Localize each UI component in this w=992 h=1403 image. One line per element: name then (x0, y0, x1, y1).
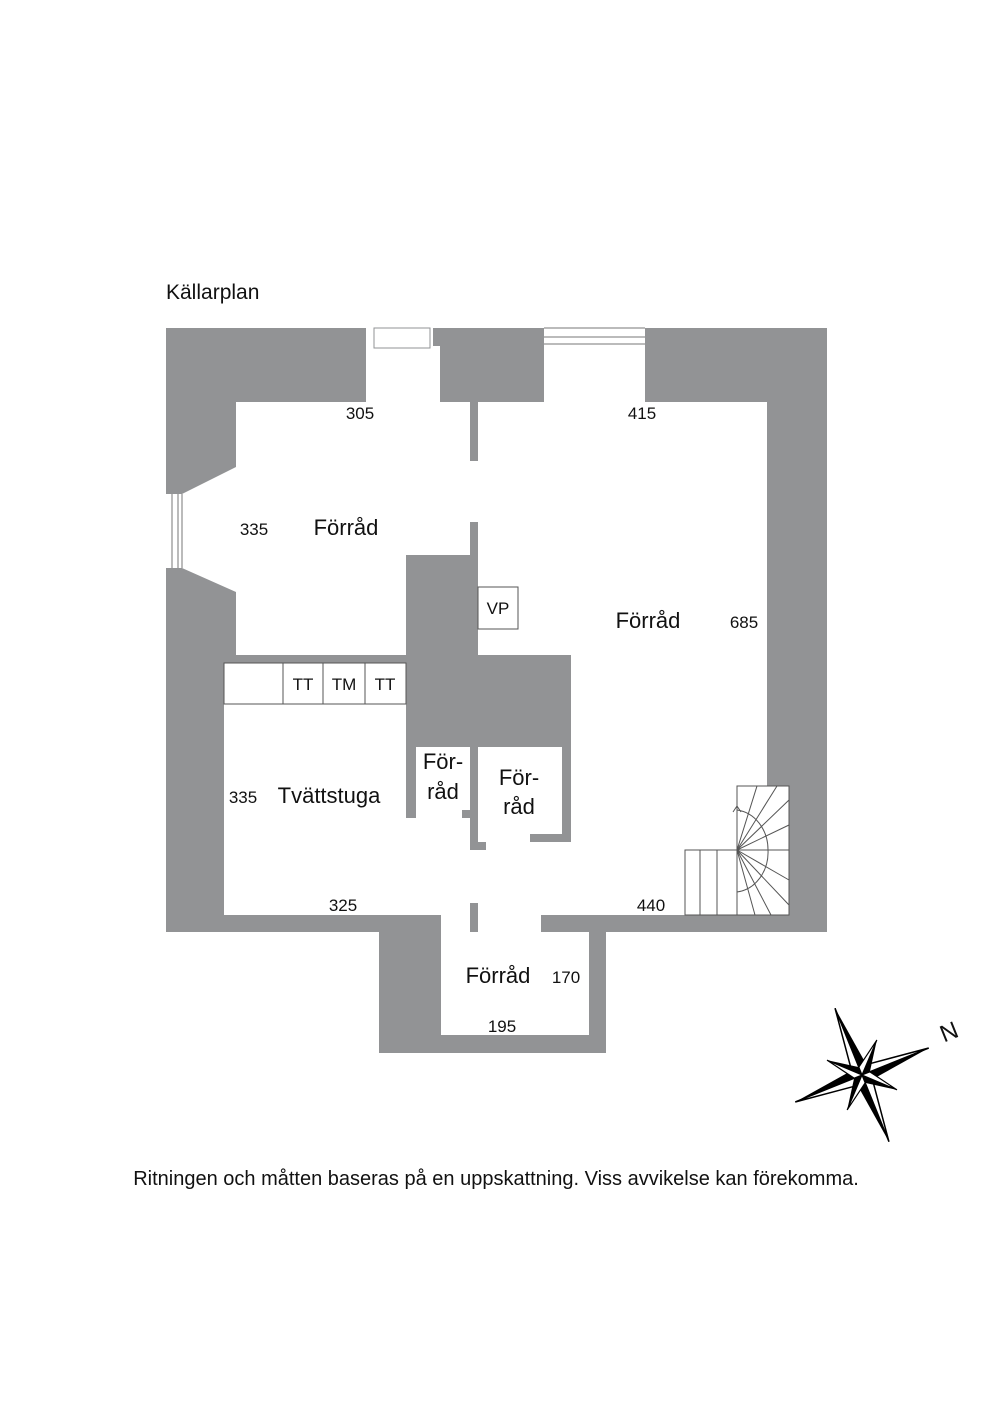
vp-box (477, 586, 519, 630)
south-door-opening (478, 915, 541, 932)
room-label-storage-small-1-line2: råd (427, 779, 459, 804)
dim-south-height: 170 (552, 968, 580, 987)
room-label-storage-small-2-line2: råd (503, 794, 535, 819)
room-label-storage-small-1-line1: För- (423, 749, 463, 774)
dim-laundry-width: 325 (329, 896, 357, 915)
south-wall-stub (470, 903, 478, 915)
dim-laundry-height: 335 (229, 788, 257, 807)
dim-nw-height: 335 (240, 520, 268, 539)
vp-label: VP (487, 599, 510, 618)
room-label-storage-small-2-line1: För- (499, 765, 539, 790)
staircase (684, 785, 790, 916)
north-window (544, 328, 645, 402)
dim-se-width: 440 (637, 896, 665, 915)
disclaimer-text: Ritningen och måtten baseras på en uppsk… (133, 1168, 859, 1190)
room-label-laundry: Tvättstuga (278, 783, 381, 808)
plan-title: Källarplan (166, 281, 260, 304)
room-label-storage-east: Förråd (616, 608, 681, 633)
tm-label: TM (332, 675, 357, 694)
west-window (166, 467, 236, 592)
dim-nw-width: 305 (346, 404, 374, 423)
dim-ne-width: 415 (628, 404, 656, 423)
room-label-storage-south: Förråd (466, 963, 531, 988)
outer-walls (166, 328, 827, 932)
openings (166, 327, 645, 932)
interior-wall-north (470, 402, 478, 461)
interior-core-wall (406, 522, 571, 850)
compass-north-label: N (936, 1017, 962, 1049)
tt-label-1: TT (293, 675, 314, 694)
walls (166, 328, 827, 1053)
counter (223, 662, 284, 705)
room-label-storage-nw: Förråd (314, 515, 379, 540)
compass-rose-icon (794, 1007, 930, 1143)
south-annex-walls (379, 915, 606, 1053)
tt-box-2 (364, 662, 407, 705)
dim-south-width: 195 (488, 1017, 516, 1036)
laundry-wall-stub (224, 655, 406, 663)
dim-east-height: 685 (730, 613, 758, 632)
appliance-row (223, 662, 407, 705)
tt-label-2: TT (375, 675, 396, 694)
